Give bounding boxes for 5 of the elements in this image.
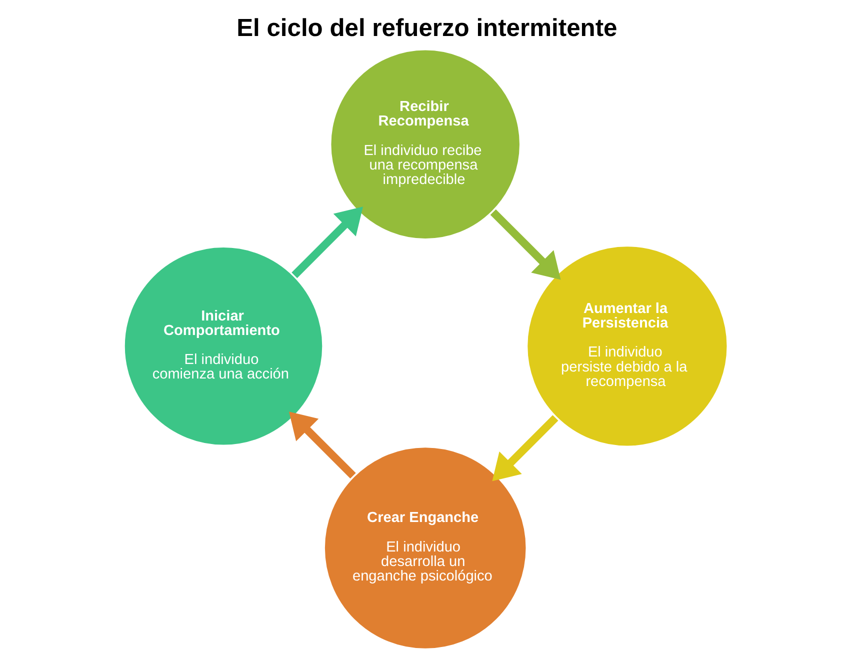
arrow bbox=[288, 412, 356, 478]
arrow bbox=[492, 415, 558, 482]
diagram-title: El ciclo del refuerzo intermitente bbox=[236, 15, 618, 42]
arrow bbox=[292, 206, 363, 278]
arrow bbox=[490, 209, 561, 280]
